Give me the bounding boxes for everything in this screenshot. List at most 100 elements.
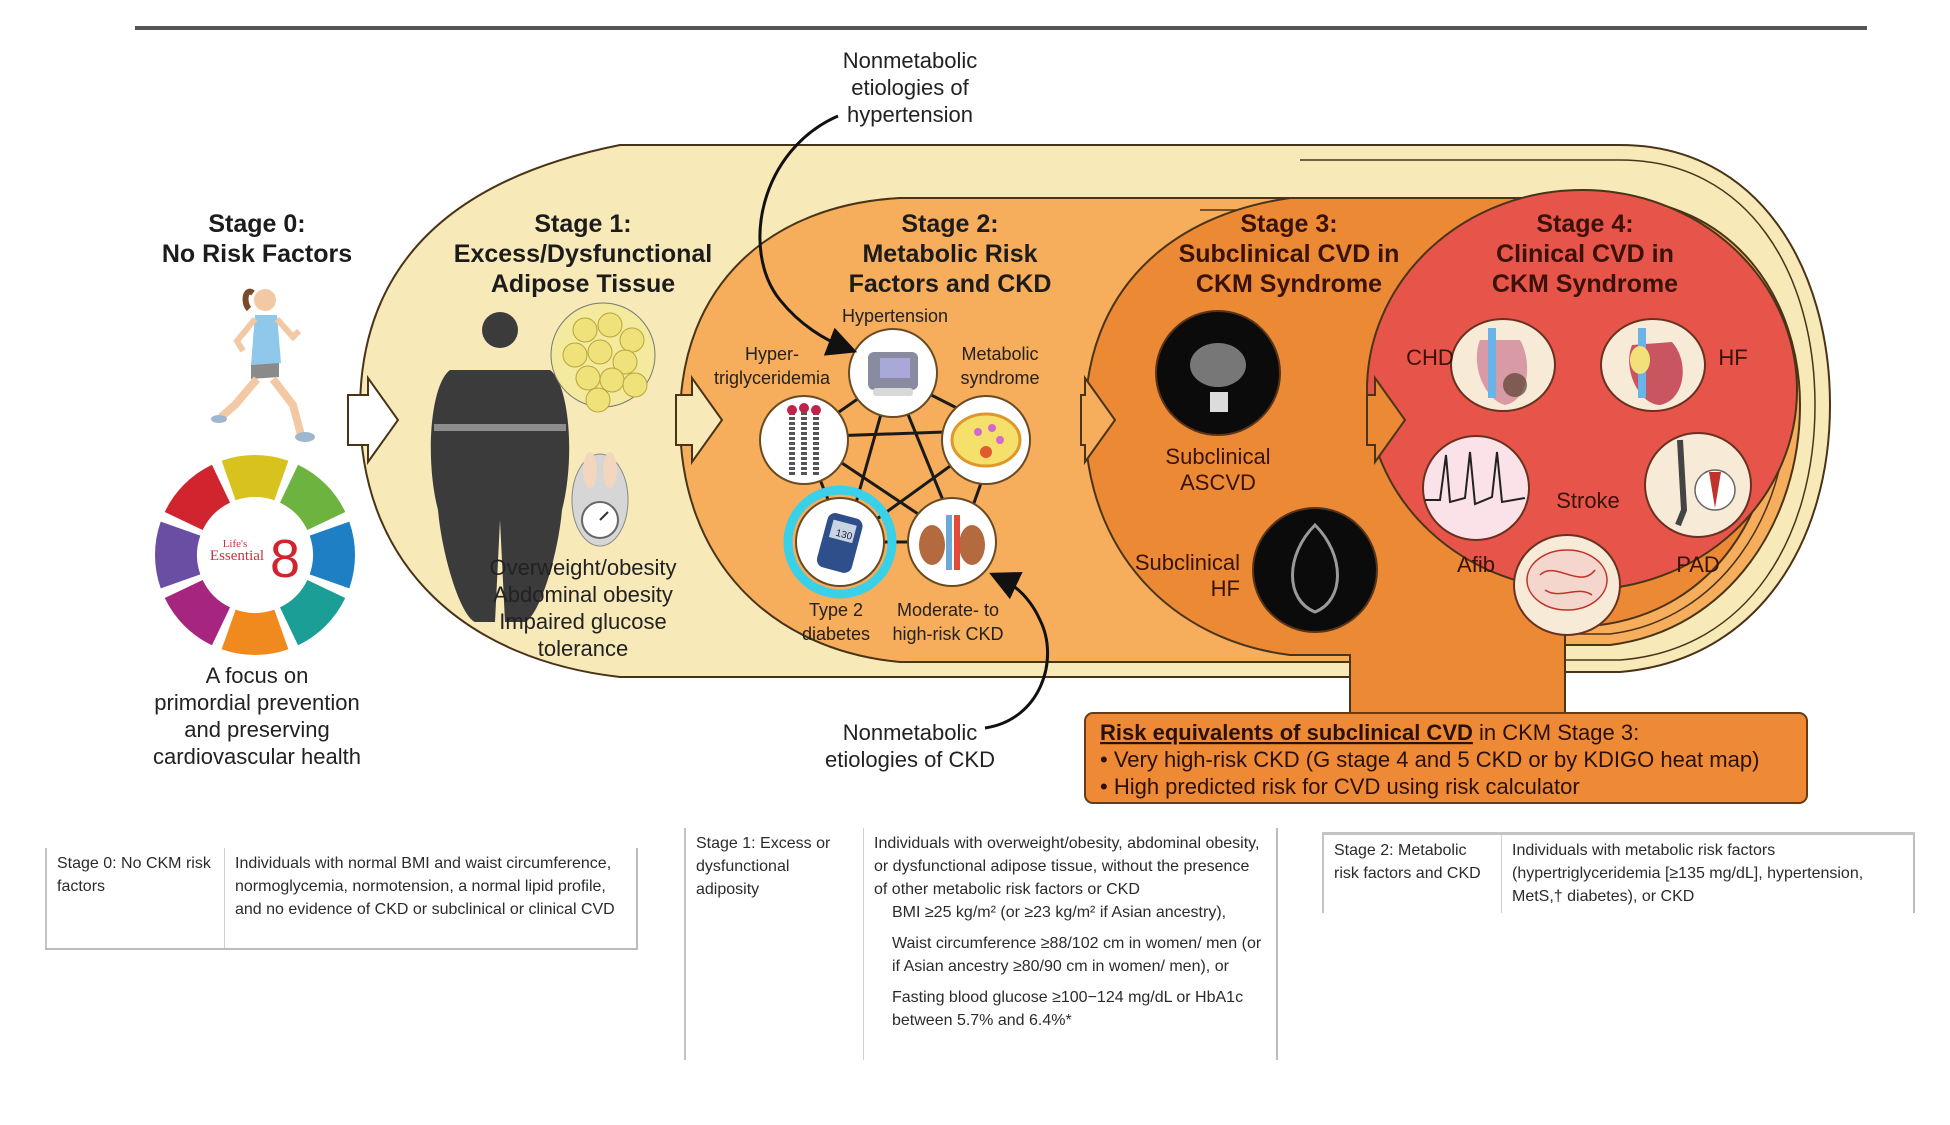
stroke-label: Stroke	[1556, 488, 1620, 513]
criterion-glucose: Fasting blood glucose ≥100−124 mg/dL or …	[892, 989, 1244, 1029]
annotation-hypertension-line2: etiologies of	[851, 75, 969, 100]
adipose-cell	[597, 312, 623, 338]
le8-segment-blood-lipids-icon	[164, 579, 231, 646]
adipose-cells-icon	[550, 302, 656, 413]
afib-label: Afib	[1457, 552, 1495, 577]
stage0-caption-line1: A focus on	[206, 663, 309, 688]
adipose-cell	[562, 342, 588, 368]
stage-arrow-3-4	[1366, 374, 1407, 466]
type-2-diabetes-node: 130	[783, 485, 897, 599]
stage2-title-line3: Factors and CKD	[849, 270, 1052, 298]
obese-silhouette-icon	[430, 312, 570, 622]
le8-segment-diet-icon	[279, 464, 346, 531]
stage1-title-line1: Stage 1:	[534, 210, 631, 238]
criterion-bmi: BMI ≥25 kg/m² (or ≥23 kg/m² if Asian anc…	[892, 904, 1227, 921]
adipose-cell	[612, 349, 638, 375]
chd-label: CHD	[1406, 345, 1454, 370]
stage0-caption-line4: cardiovascular health	[153, 744, 361, 769]
table-stage2: Stage 2: Metabolic risk factors and CKD …	[1322, 832, 1915, 913]
lifes-essential-8-wheel: Life's Essential 8	[154, 455, 355, 655]
table-stage0: Stage 0: No CKM risk factors Individuals…	[45, 848, 638, 950]
stage-cell: Stage 0: No CKM risk factors	[45, 848, 225, 948]
adipose-cell	[619, 327, 645, 353]
stage2-title-line2: Metabolic Risk	[862, 240, 1037, 268]
ckd-label-line1: Moderate- to	[897, 600, 999, 620]
runner-icon	[211, 288, 315, 442]
risk-box-bullet-2: • High predicted risk for CVD using risk…	[1100, 774, 1580, 799]
description-cell: Individuals with metabolic risk factors …	[1502, 835, 1915, 913]
type-2-diabetes-label-line2: diabetes	[802, 624, 870, 644]
pad-leg-icon	[1644, 432, 1752, 538]
stage4-title-line2: Clinical CVD in	[1496, 240, 1674, 268]
stage0-title-line1: Stage 0:	[208, 210, 305, 238]
ckd-label-line2: high-risk CKD	[892, 624, 1003, 644]
top-rule	[135, 26, 1867, 30]
risk-box-bullet-1: • Very high-risk CKD (G stage 4 and 5 CK…	[1100, 747, 1759, 772]
annotation-ckd-line2: etiologies of CKD	[825, 747, 995, 772]
risk-box-heading-bold: Risk equivalents of subclinical CVD	[1100, 720, 1473, 745]
stage0-caption-line2: primordial prevention	[154, 690, 359, 715]
adipose-cell	[587, 339, 613, 365]
ct-scan-image	[1155, 310, 1281, 436]
hypertriglyceridemia-label-line1: Hyper-	[745, 344, 799, 364]
subclinical-ascvd-label-line2: ASCVD	[1180, 470, 1256, 495]
stage1-caption-line3: Impaired glucose	[499, 609, 667, 634]
ckd-kidney-node	[907, 497, 997, 587]
stage1-caption-line1: Overweight/obesity	[489, 555, 676, 580]
le8-segment-weight-icon	[221, 609, 289, 655]
annotation-hypertension-line3: hypertension	[847, 102, 973, 127]
stage2-title-line1: Stage 2:	[901, 210, 998, 238]
afib-ecg-icon	[1422, 435, 1530, 541]
le8-segment-nicotine-icon	[164, 464, 231, 531]
chd-heart-icon	[1450, 318, 1556, 412]
stage3-title-line3: CKM Syndrome	[1196, 270, 1382, 298]
stage4-title-line1: Stage 4:	[1536, 210, 1633, 238]
subclinical-hf-label-line1: Subclinical	[1135, 550, 1240, 575]
hypertension-node	[848, 328, 938, 418]
le8-number: 8	[270, 529, 300, 589]
description-cell: Individuals with normal BMI and waist ci…	[225, 848, 638, 948]
description-text: Individuals with overweight/obesity, abd…	[874, 835, 1260, 898]
adipose-cell	[622, 372, 648, 398]
criterion-waist: Waist circumference ≥88/102 cm in women/…	[892, 935, 1262, 975]
stage-arrow-0-1	[347, 374, 400, 466]
adipose-cell	[575, 365, 601, 391]
annotation-hypertension-arrow	[758, 114, 858, 356]
hypertriglyceridemia-node	[759, 395, 849, 485]
hypertension-label: Hypertension	[842, 306, 948, 326]
metabolic-syndrome-label-line1: Metabolic	[961, 344, 1038, 364]
stage1-title-line3: Adipose Tissue	[491, 270, 675, 298]
metabolic-syndrome-node	[941, 395, 1031, 485]
stage3-title-line2: Subclinical CVD in	[1179, 240, 1400, 268]
stage1-title-line2: Excess/Dysfunctional	[454, 240, 712, 268]
le8-segment-blood-glucose-icon	[279, 579, 346, 646]
table-stage1: Stage 1: Excess or dysfunctional adiposi…	[684, 828, 1278, 1060]
risk-equivalents-box	[1084, 712, 1808, 804]
table-row: Stage 2: Metabolic risk factors and CKD …	[1322, 835, 1915, 913]
subclinical-hf-label-line2: HF	[1211, 576, 1240, 601]
stage1-caption-line4: tolerance	[538, 636, 629, 661]
metabolic-syndrome-label-line2: syndrome	[960, 368, 1039, 388]
le8-segment-blood-pressure-icon	[154, 521, 201, 589]
stage3-title-line1: Stage 3:	[1240, 210, 1337, 238]
glucose-meter-reading: 130	[834, 528, 853, 543]
stage-cell: Stage 1: Excess or dysfunctional adiposi…	[684, 828, 864, 1060]
annotation-ckd-line1: Nonmetabolic	[843, 720, 978, 745]
le8-mid-text: Essential	[210, 548, 264, 564]
stage-ring-outer	[1300, 159, 1816, 661]
description-cell: Individuals with overweight/obesity, abd…	[864, 828, 1278, 1060]
risk-box-heading-rest: in CKM Stage 3:	[1473, 720, 1639, 745]
type-2-diabetes-label-line1: Type 2	[809, 600, 863, 620]
stage0-title-line2: No Risk Factors	[162, 240, 352, 268]
stage-cell: Stage 2: Metabolic risk factors and CKD	[1322, 835, 1502, 913]
stage-arrow-2-3	[1080, 374, 1117, 466]
stage1-caption-line2: Abdominal obesity	[493, 582, 673, 607]
annotation-hypertension-line1: Nonmetabolic	[843, 48, 978, 73]
hypertriglyceridemia-label-line2: triglyceridemia	[714, 368, 831, 388]
table-row: Stage 0: No CKM risk factors Individuals…	[45, 848, 638, 948]
stroke-brain-icon	[1513, 534, 1621, 636]
stage-arrow-1-2	[675, 374, 724, 466]
hf-label: HF	[1718, 345, 1747, 370]
echocardiogram-image	[1252, 507, 1378, 633]
